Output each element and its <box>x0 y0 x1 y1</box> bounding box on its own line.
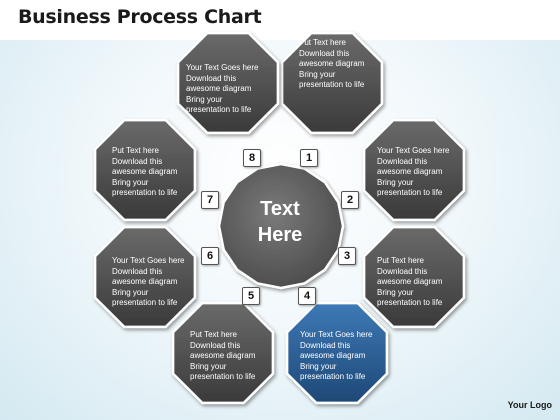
step-badge-5: 5 <box>242 287 260 305</box>
step-badge-1: 1 <box>300 149 318 167</box>
petal-text-line: Bring your <box>300 361 337 371</box>
petal-3 <box>362 225 466 329</box>
petal-text-line: presentation to life <box>112 188 178 197</box>
page-title: Business Process Chart <box>18 6 262 28</box>
petal-text-line: presentation to life <box>377 188 443 197</box>
petal-text-line: Download this <box>377 266 428 276</box>
petal-7 <box>93 118 197 222</box>
petal-text-line: presentation to life <box>112 298 178 307</box>
petal-text-line: Put Text here <box>112 146 159 155</box>
petal-text-line: awesome diagram <box>300 351 366 360</box>
petal-text-line: Bring your <box>377 177 414 187</box>
step-badge-3: 3 <box>338 247 356 265</box>
petal-text-line: Bring your <box>190 361 227 371</box>
petal-text-line: Put Text here <box>190 330 237 339</box>
petal-6 <box>93 225 197 329</box>
petal-text-line: Bring your <box>186 94 223 104</box>
petal-text-line: awesome diagram <box>112 167 178 176</box>
petal-text-line: awesome diagram <box>377 277 443 286</box>
petal-text-line: Bring your <box>112 287 149 297</box>
petal-text-line: Bring your <box>377 287 414 297</box>
petal-2 <box>362 118 466 222</box>
center-label-line-1: Text <box>260 198 300 220</box>
petal-text-line: awesome diagram <box>186 84 252 93</box>
petal-text-line: Your Text Goes here <box>300 330 373 339</box>
petal-text-line: Download this <box>186 73 237 83</box>
petal-text-line: Download this <box>299 48 350 58</box>
step-badge-8: 8 <box>243 149 261 167</box>
logo-text: Your Logo <box>507 400 552 410</box>
step-badge-7: 7 <box>201 191 219 209</box>
center-label-line-2: Here <box>257 224 303 246</box>
center-hub <box>217 162 345 290</box>
petal-text-line: awesome diagram <box>190 351 256 360</box>
petal-text-line: awesome diagram <box>112 277 178 286</box>
petal-text-line: Your Text Goes here <box>186 63 259 72</box>
petal-8 <box>176 31 280 135</box>
petal-text-line: Bring your <box>299 69 336 79</box>
petal-text-line: presentation to life <box>186 105 252 114</box>
petal-text-line: Put Text here <box>299 38 346 47</box>
petal-1 <box>280 31 384 135</box>
petal-text-line: Download this <box>112 156 163 166</box>
petal-text-line: presentation to life <box>190 372 256 381</box>
petal-text-line: presentation to life <box>377 298 443 307</box>
petal-5 <box>171 301 275 405</box>
petal-text-line: Download this <box>112 266 163 276</box>
petal-text-line: Put Text here <box>377 256 424 265</box>
step-badge-2: 2 <box>341 191 359 209</box>
petal-text-line: Bring your <box>112 177 149 187</box>
center-label: Text Here <box>230 196 330 248</box>
step-badge-4: 4 <box>298 287 316 305</box>
petal-text-line: Download this <box>300 340 351 350</box>
petal-text-line: Download this <box>190 340 241 350</box>
petal-text-line: awesome diagram <box>377 167 443 176</box>
header: Business Process Chart <box>0 0 560 40</box>
petal-text-line: awesome diagram <box>299 59 365 68</box>
step-badge-6: 6 <box>201 247 219 265</box>
petal-text-line: Your Text Goes here <box>377 146 450 155</box>
petal-text-line: presentation to life <box>299 80 365 89</box>
petal-text-line: Download this <box>377 156 428 166</box>
petal-4 <box>285 301 389 405</box>
petal-text-line: Your Text Goes here <box>112 256 185 265</box>
petal-text-line: presentation to life <box>300 372 366 381</box>
